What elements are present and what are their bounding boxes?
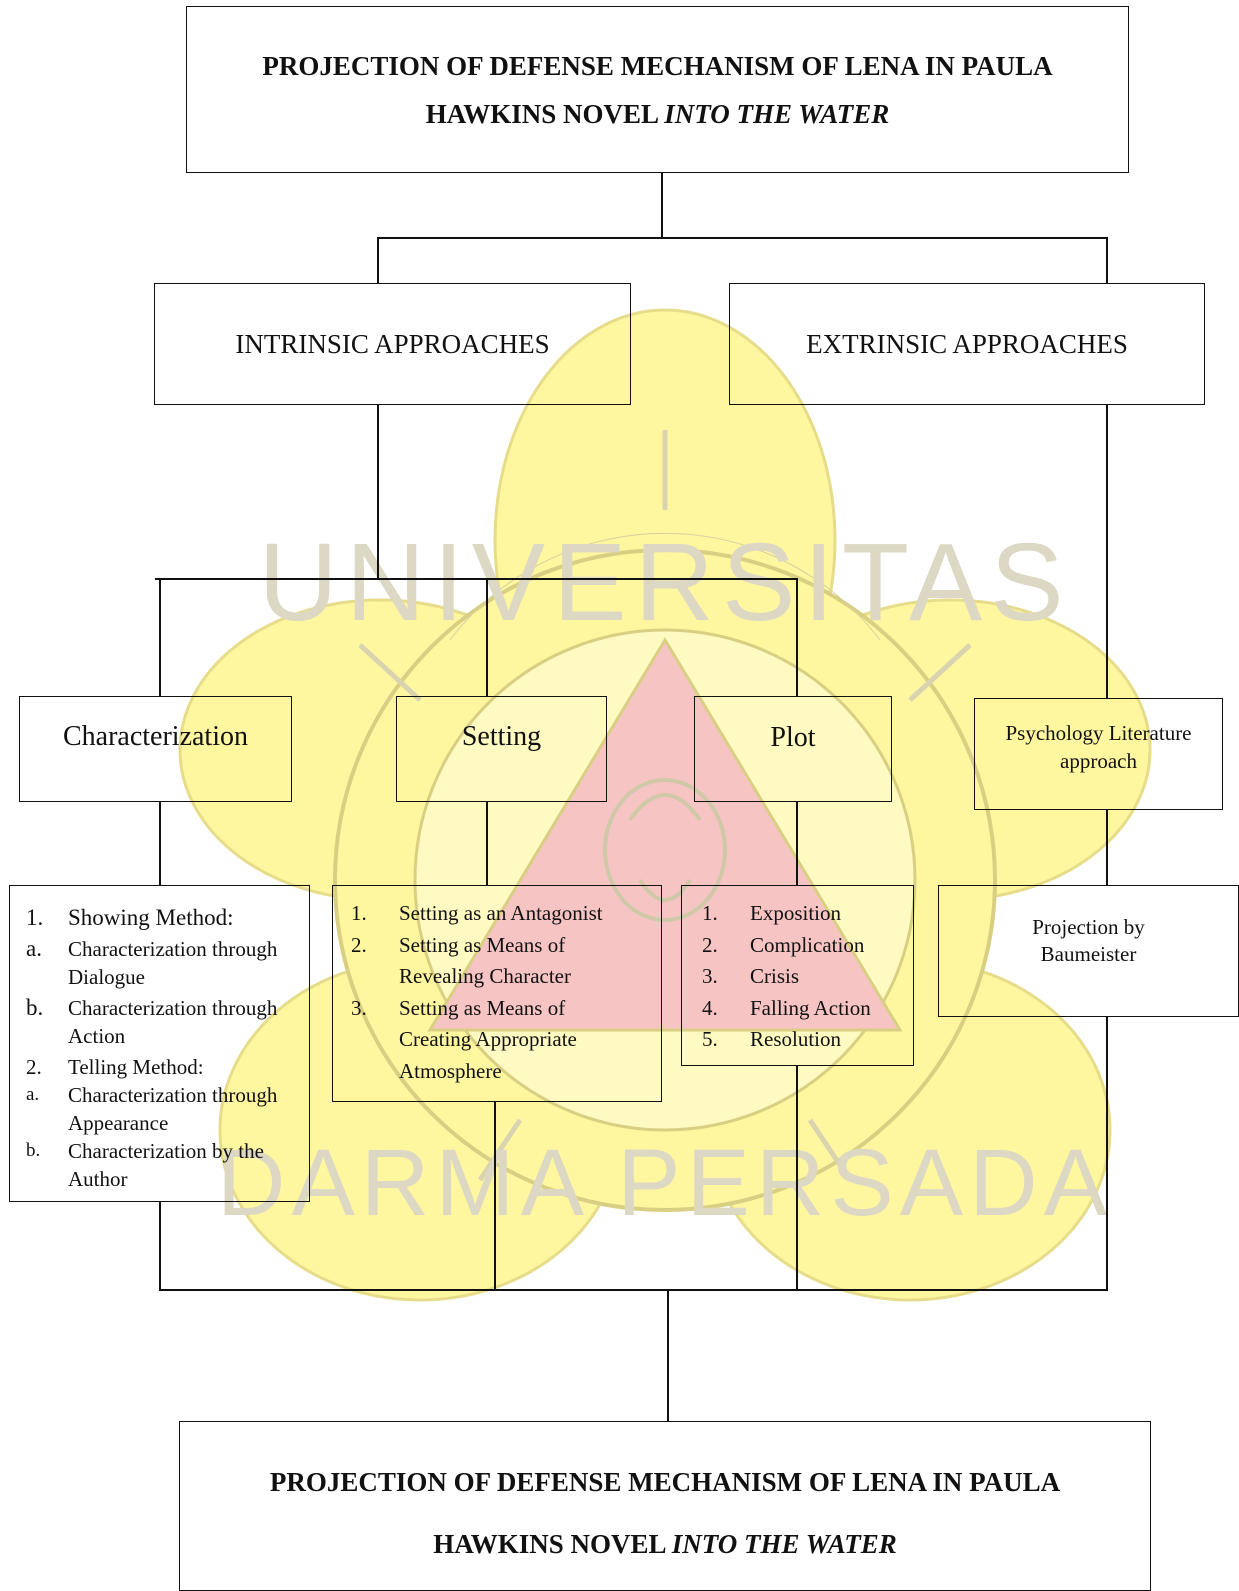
list-marker: 3. [702,964,718,988]
characterization-label: Characterization [62,721,248,752]
plot-label: Plot [770,722,816,753]
plot-list: 1. Exposition 2. Complication 3. Crisis … [702,898,907,1056]
list-marker: 2. [702,932,718,957]
connector-setting-to-list [486,801,488,885]
list-marker: 1. [702,901,718,925]
top-title-novel-name: INTO THE WATER [664,98,890,129]
watermark-text-bottom: DARMA PERSADA [217,1130,1113,1236]
list-item: 1. Showing Method: [26,904,301,932]
list-marker: b. [26,1140,41,1161]
connector-elements-bar [155,578,798,580]
top-title-line1: PROJECTION OF DEFENSE MECHANISM OF LENA … [262,50,1053,81]
connector-bottom-down [667,1289,669,1421]
list-item: b. Characterization by the Author [26,1137,301,1193]
list-marker: 1. [26,905,44,930]
list-marker: 5. [702,1027,718,1051]
setting-label: Setting [461,721,542,752]
connector-plot-list-down [796,1065,798,1290]
top-title-box: PROJECTION OF DEFENSE MECHANISM OF LENA … [186,6,1129,173]
plot-box: Plot [694,696,892,802]
list-text: Complication [750,932,865,957]
list-item: 4. Falling Action [702,993,907,1025]
bottom-title-line1: PROJECTION OF DEFENSE MECHANISM OF LENA … [269,1467,1061,1497]
psychology-literature-approach-label: Psychology Literature approach [1005,721,1192,773]
list-text: Characterization by the Author [68,1139,264,1191]
setting-list-box: 1. Setting as an Antagonist 2. Setting a… [332,885,662,1102]
extrinsic-approaches-box: EXTRINSIC APPROACHES [729,283,1205,405]
list-text: Setting as Means of Revealing Character [399,932,571,989]
characterization-list-box: 1. Showing Method: a. Characterization t… [9,885,310,1202]
list-text: Characterization through Dialogue [68,937,278,989]
list-text: Setting as Means of Creating Appropriate… [399,995,577,1083]
connector-setting-list-down [494,1101,496,1290]
bottom-title-box: PROJECTION OF DEFENSE MECHANISM OF LENA … [179,1421,1151,1591]
list-marker: 2. [26,1055,42,1079]
intrinsic-approaches-label: INTRINSIC APPROACHES [235,328,550,359]
list-item: a. Characterization through Appearance [26,1081,301,1137]
list-item: 2. Setting as Means of Revealing Charact… [351,930,653,993]
list-marker: a. [26,936,42,961]
intrinsic-approaches-box: INTRINSIC APPROACHES [154,283,631,405]
connector-extrinsic-down [1106,404,1108,698]
top-title-line2-prefix: HAWKINS NOVEL [425,98,665,129]
characterization-box: Characterization [19,696,292,802]
connector-plot-to-list [796,801,798,885]
list-marker: 1. [351,901,367,925]
list-text: Characterization through Appearance [68,1083,278,1135]
connector-projection-down [1106,1016,1108,1290]
connector-approach-bar [377,237,1108,239]
list-text: Exposition [750,901,842,925]
extrinsic-approaches-label: EXTRINSIC APPROACHES [806,328,1128,359]
list-text: Setting as an Antagonist [399,901,603,925]
bottom-title-line2: HAWKINS NOVEL INTO THE WATER [433,1520,897,1568]
list-item: 3. Crisis [702,961,907,993]
list-item: 1. Setting as an Antagonist [351,898,653,930]
connector-intrinsic-down [377,404,379,579]
setting-box: Setting [396,696,607,802]
list-item: a. Characterization through Dialogue [26,935,301,991]
list-item: b. Characterization through Action [26,994,301,1050]
list-item: 2. Complication [702,930,907,962]
connector-top-down [661,172,663,238]
plot-list-box: 1. Exposition 2. Complication 3. Crisis … [681,885,914,1066]
list-marker: 2. [351,932,367,957]
connector-to-characterization [159,578,161,696]
list-item: 3. Setting as Means of Creating Appropri… [351,993,653,1088]
connector-to-setting [486,578,488,696]
characterization-list: 1. Showing Method: a. Characterization t… [26,904,301,1193]
bottom-title-novel-name: INTO THE WATER [671,1529,897,1559]
list-item: 5. Resolution [702,1024,907,1056]
connector-to-plot [796,578,798,696]
connector-bottom-bar [159,1289,1108,1291]
connector-to-intrinsic [377,237,379,283]
list-marker: b. [26,995,44,1020]
top-title-line2: HAWKINS NOVEL INTO THE WATER [426,90,890,138]
list-marker: 3. [351,995,367,1020]
connector-to-extrinsic [1106,237,1108,283]
psychology-literature-approach-box: Psychology Literature approach [974,698,1223,810]
watermark-text-top: UNIVERSITAS [258,521,1071,644]
connector-char-list-down [159,1201,161,1290]
list-text: Falling Action [750,995,871,1020]
list-item: 1. Exposition [702,898,907,930]
list-text: Crisis [750,964,800,988]
list-text: Showing Method: [68,905,234,930]
list-text: Telling Method: [68,1055,204,1079]
list-text: Resolution [750,1027,842,1051]
list-marker: a. [26,1084,40,1105]
bottom-title-line2-prefix: HAWKINS NOVEL [433,1529,672,1559]
projection-box: Projection by Baumeister [938,885,1239,1017]
list-text: Characterization through Action [68,996,278,1048]
connector-psych-to-projection [1106,809,1108,886]
projection-label: Projection by Baumeister [1032,915,1145,966]
setting-list: 1. Setting as an Antagonist 2. Setting a… [351,898,653,1087]
list-marker: 4. [702,995,718,1020]
list-item: 2. Telling Method: [26,1053,301,1081]
connector-characterization-to-list [159,801,161,885]
